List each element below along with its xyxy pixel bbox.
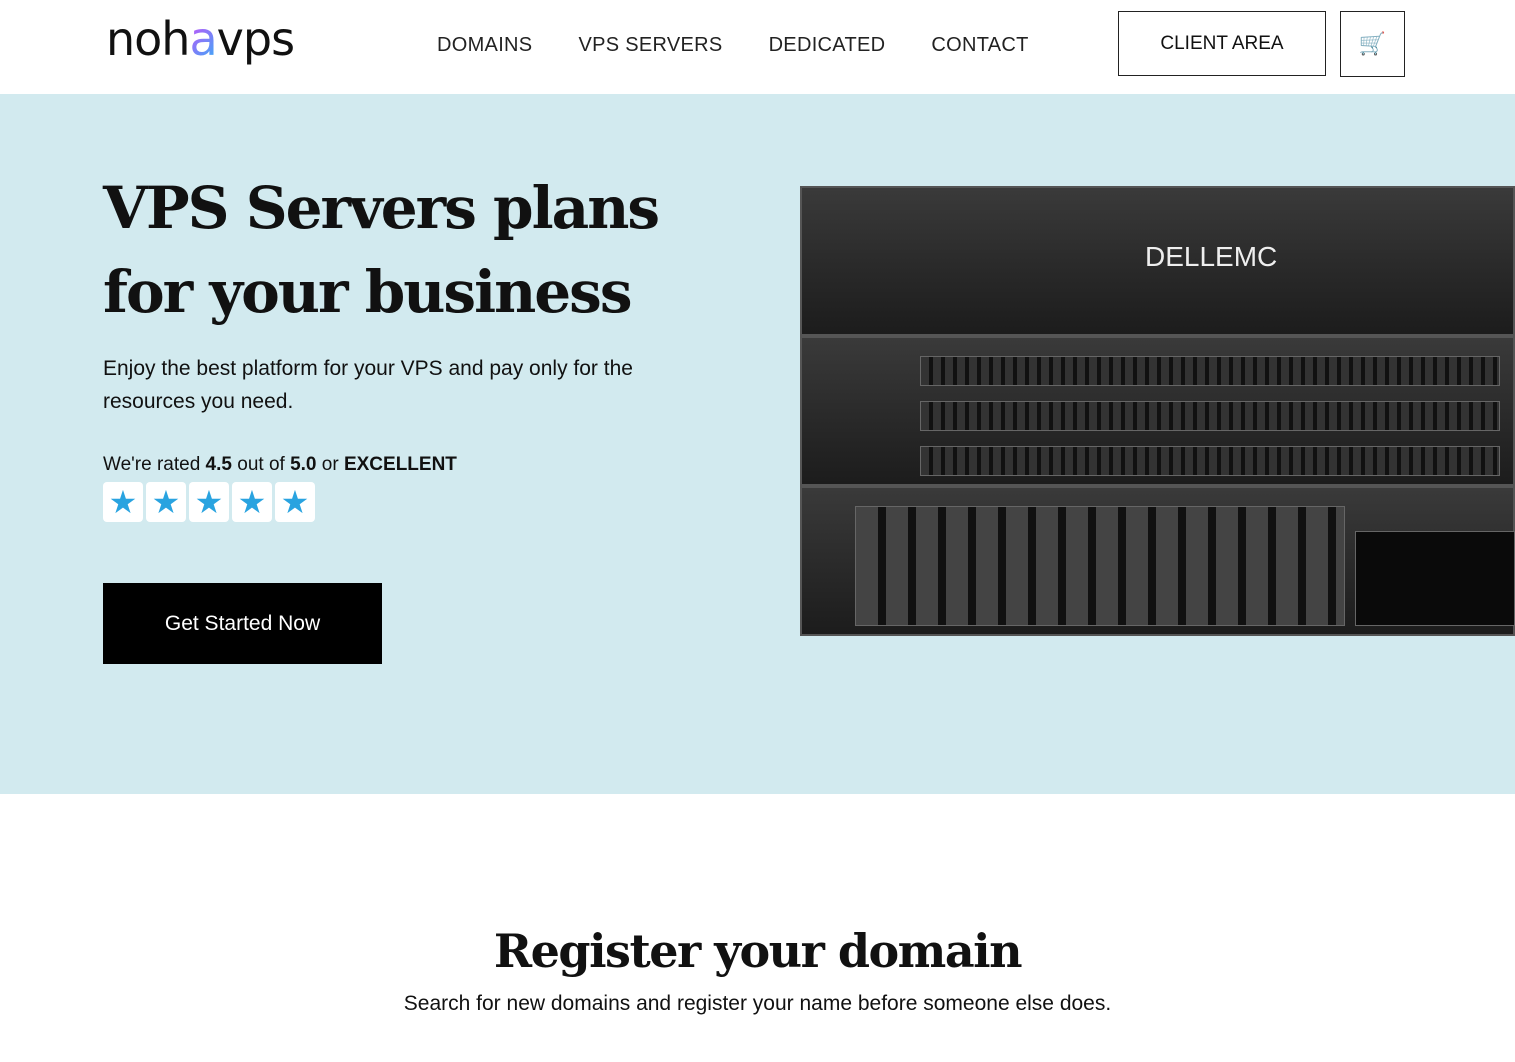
star-icon: ★	[275, 482, 315, 522]
shopping-cart-icon: 🛒	[1358, 31, 1387, 57]
star-icon: ★	[146, 482, 186, 522]
rating-text: We're rated 4.5 out of 5.0 or EXCELLENT	[103, 454, 457, 476]
rating-prefix: We're rated	[103, 454, 206, 475]
hero-subtitle: Enjoy the best platform for your VPS and…	[103, 357, 633, 413]
rating-or: or	[316, 454, 344, 475]
site-header: nohavps DOMAINS VPS SERVERS DEDICATED CO…	[0, 0, 1515, 94]
client-area-button[interactable]: CLIENT AREA	[1118, 11, 1326, 76]
domain-section: Register your domain Search for new doma…	[0, 794, 1515, 1016]
domain-title: Register your domain	[493, 924, 1023, 978]
nav-dedicated[interactable]: DEDICATED	[768, 34, 886, 56]
get-started-button[interactable]: Get Started Now	[103, 583, 382, 664]
star-icon: ★	[232, 482, 272, 522]
star-icon: ★	[103, 482, 143, 522]
rating-mid: out of	[231, 454, 291, 475]
cart-button[interactable]: 🛒	[1340, 11, 1405, 77]
logo[interactable]: nohavps	[106, 12, 295, 66]
nav-contact[interactable]: CONTACT	[931, 34, 1029, 56]
rating-score: 4.5	[205, 454, 232, 475]
main-nav: DOMAINS VPS SERVERS DEDICATED CONTACT	[437, 34, 1029, 57]
rating-max: 5.0	[290, 454, 317, 475]
domain-subtitle: Search for new domains and register your…	[403, 992, 1112, 1015]
rating-label: EXCELLENT	[343, 454, 457, 475]
star-icon: ★	[189, 482, 229, 522]
logo-text: noh	[106, 12, 190, 66]
rating-stars: ★★★★★	[103, 482, 315, 522]
hero-section: VPS Servers plans for your business Enjo…	[0, 94, 1515, 794]
server-brand: DELLEMC	[1145, 241, 1278, 272]
hero-title: VPS Servers plans for your business	[103, 174, 660, 326]
nav-vps-servers[interactable]: VPS SERVERS	[578, 34, 723, 56]
logo-text-end: vps	[216, 12, 295, 66]
nav-domains[interactable]: DOMAINS	[437, 34, 533, 56]
logo-accent: a	[189, 12, 217, 66]
server-image: DELLEMC	[800, 186, 1515, 646]
